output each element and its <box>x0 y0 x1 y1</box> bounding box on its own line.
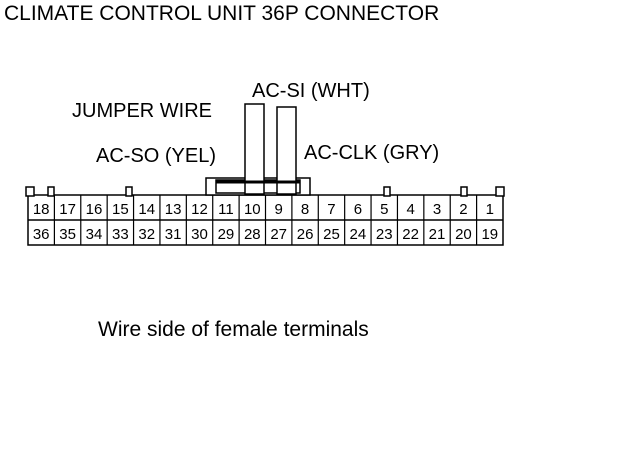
pin-label-18: 18 <box>33 201 50 218</box>
pin-label-25: 25 <box>323 226 340 243</box>
pin-label-16: 16 <box>86 201 103 218</box>
pin-label-24: 24 <box>350 226 367 243</box>
diagram-title: CLIMATE CONTROL UNIT 36P CONNECTOR <box>4 2 440 25</box>
pin-label-29: 29 <box>218 226 235 243</box>
pin-label-22: 22 <box>402 226 419 243</box>
pin-label-27: 27 <box>270 226 287 243</box>
pin-label-1: 1 <box>486 201 494 218</box>
pin-label-23: 23 <box>376 226 393 243</box>
pin-label-15: 15 <box>112 201 129 218</box>
jumper-wire <box>216 103 300 195</box>
pin-label-14: 14 <box>138 201 155 218</box>
jumper-wire-label: JUMPER WIRE <box>72 100 212 122</box>
pin-label-30: 30 <box>191 226 208 243</box>
pin-label-12: 12 <box>191 201 208 218</box>
pin-label-9: 9 <box>275 201 283 218</box>
pin-label-34: 34 <box>86 226 103 243</box>
pin-label-20: 20 <box>455 226 472 243</box>
pin-label-33: 33 <box>112 226 129 243</box>
pin-label-11: 11 <box>218 201 234 218</box>
pin-label-7: 7 <box>327 201 335 218</box>
pin-label-13: 13 <box>165 201 182 218</box>
pin-label-32: 32 <box>138 226 155 243</box>
caption: Wire side of female terminals <box>98 318 369 341</box>
pin-label-4: 4 <box>406 201 414 218</box>
pin-label-6: 6 <box>354 201 362 218</box>
pin-label-36: 36 <box>33 226 50 243</box>
pin-label-10: 10 <box>244 201 261 218</box>
pin-label-5: 5 <box>380 201 388 218</box>
pin-label-3: 3 <box>433 201 441 218</box>
pin-label-28: 28 <box>244 226 261 243</box>
pin-label-21: 21 <box>429 226 446 243</box>
pin-label-31: 31 <box>165 226 182 243</box>
pin-label-19: 19 <box>481 226 498 243</box>
ac-so-label: AC-SO (YEL) <box>96 145 217 167</box>
pin-label-17: 17 <box>59 201 76 218</box>
pin-label-35: 35 <box>59 226 76 243</box>
ac-si-label: AC-SI (WHT) <box>252 80 370 102</box>
pin-label-8: 8 <box>301 201 309 218</box>
pin-label-2: 2 <box>459 201 467 218</box>
pin-label-26: 26 <box>297 226 314 243</box>
ac-clk-label: AC-CLK (GRY) <box>304 142 440 164</box>
